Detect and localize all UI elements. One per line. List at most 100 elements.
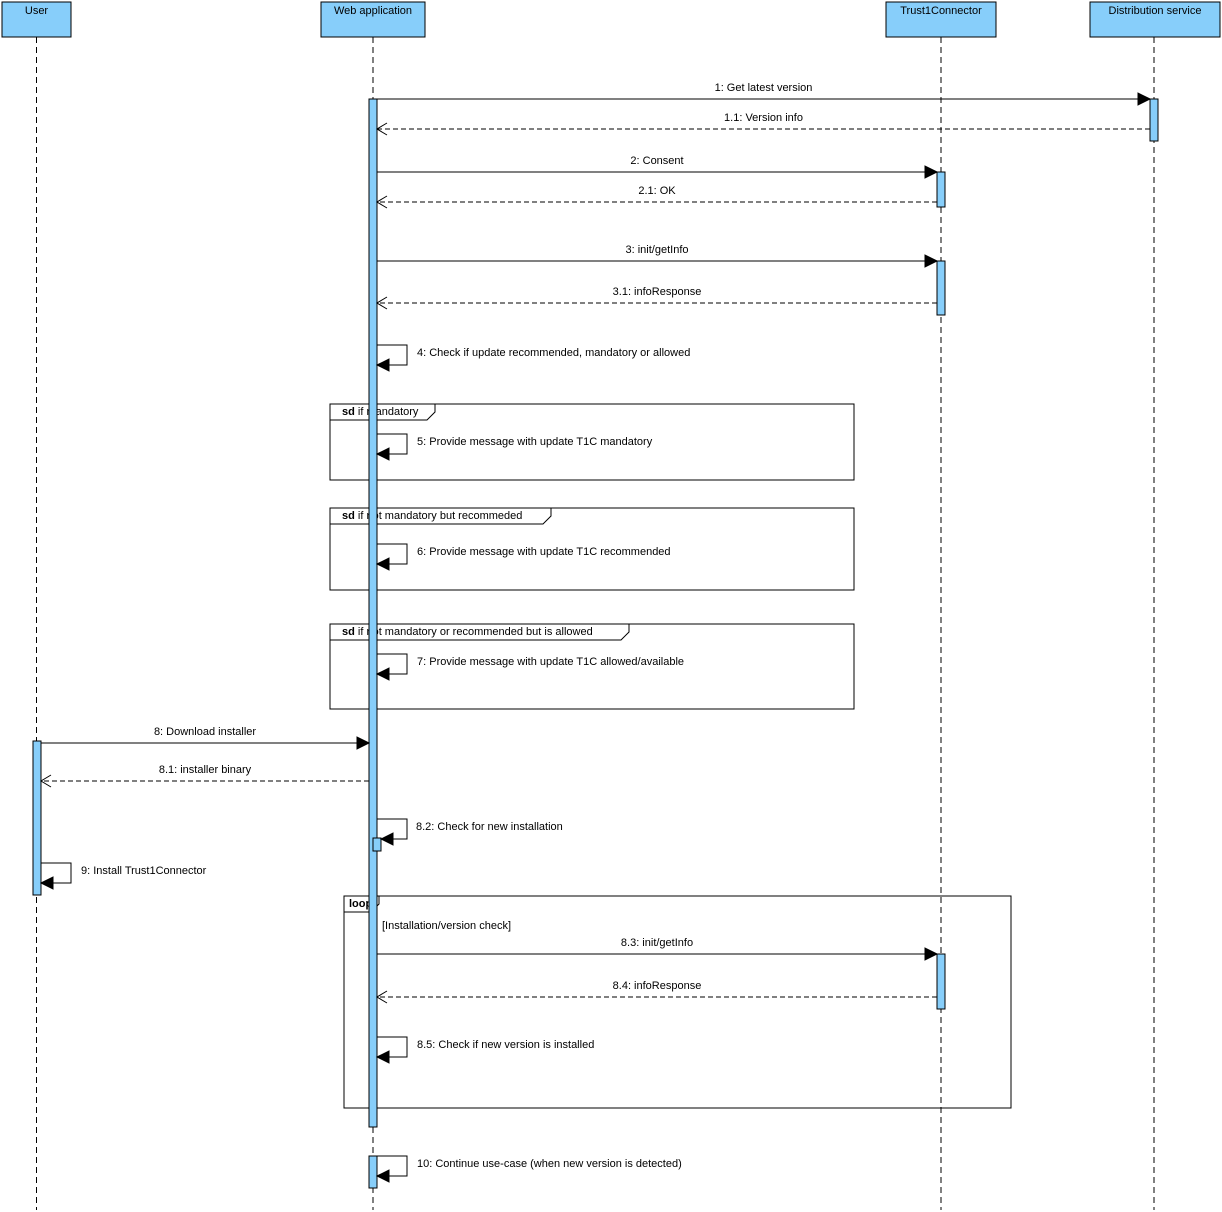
- message-m2[interactable]: 2: Consent: [377, 155, 939, 179]
- fragment-keyword: loop: [349, 898, 372, 910]
- message-label: 8.2: Check for new installation: [416, 821, 563, 833]
- arrowhead-open: [40, 774, 52, 788]
- message-label: 3.1: infoResponse: [613, 286, 702, 298]
- arrowhead-filled: [379, 832, 394, 846]
- message-m6[interactable]: 6: Provide message with update T1C recom…: [375, 543, 671, 571]
- self-message-line: [377, 653, 408, 675]
- message-m8-5[interactable]: 8.5: Check if new version is installed: [375, 1036, 594, 1064]
- fragment-condition: if not mandatory or recommended but is a…: [358, 626, 593, 638]
- arrowhead-filled: [375, 1050, 390, 1064]
- activation-dist: [1149, 98, 1159, 142]
- arrowhead-filled: [356, 736, 371, 750]
- lifeline-user[interactable]: User: [1, 1, 72, 1210]
- self-message-line: [377, 818, 408, 840]
- message-label: 8.4: infoResponse: [613, 980, 702, 992]
- activation-web-nested: [372, 837, 382, 852]
- activation-user: [32, 740, 42, 896]
- message-label: 3: init/getInfo: [626, 244, 689, 256]
- lifeline-user-head[interactable]: [1, 1, 72, 38]
- arrowhead-filled: [924, 254, 939, 268]
- activation-web: [368, 1155, 378, 1189]
- fragment-condition: if mandatory: [358, 406, 419, 418]
- fragment-if-allowed: sd if not mandatory or recommended but i…: [329, 623, 855, 710]
- message-label: 8.5: Check if new version is installed: [417, 1039, 594, 1051]
- arrowhead-filled: [924, 165, 939, 179]
- lifeline-dist-label: Distribution service: [1109, 5, 1202, 17]
- fragment-tab: [329, 507, 552, 525]
- self-message-line: [377, 344, 408, 366]
- arrowhead-filled: [375, 447, 390, 461]
- message-label: 1: Get latest version: [715, 82, 813, 94]
- message-label: 4: Check if update recommended, mandator…: [417, 347, 690, 359]
- lifeline-t1c-head[interactable]: [885, 1, 997, 38]
- message-m9[interactable]: 9: Install Trust1Connector: [39, 862, 207, 890]
- message-m2-1[interactable]: 2.1: OK: [376, 185, 937, 209]
- fragment-label: sd if not mandatory or recommended but i…: [342, 626, 593, 638]
- message-label: 8: Download installer: [154, 726, 256, 738]
- self-message-line: [377, 1155, 408, 1177]
- message-m5[interactable]: 5: Provide message with update T1C manda…: [375, 433, 653, 461]
- arrowhead-filled: [1137, 92, 1152, 106]
- message-label: 5: Provide message with update T1C manda…: [417, 436, 653, 448]
- message-label: 6: Provide message with update T1C recom…: [417, 546, 671, 558]
- lifeline-t1c-label: Trust1Connector: [900, 5, 982, 17]
- message-m3[interactable]: 3: init/getInfo: [377, 244, 939, 268]
- fragment-tab: [329, 623, 630, 641]
- fragment-keyword: sd: [342, 626, 355, 638]
- self-message-line: [377, 543, 408, 565]
- message-m8-1[interactable]: 8.1: installer binary: [40, 764, 369, 788]
- activation-t1c: [936, 953, 946, 1010]
- message-label: 8.1: installer binary: [159, 764, 252, 776]
- self-message-line: [41, 862, 72, 884]
- activation-t1c: [936, 171, 946, 208]
- fragment-frame: [329, 403, 855, 481]
- self-message-line: [377, 433, 408, 455]
- message-m1[interactable]: 1: Get latest version: [377, 82, 1152, 106]
- arrowhead-filled: [375, 1169, 390, 1183]
- message-m1-1[interactable]: 1.1: Version info: [376, 112, 1150, 136]
- fragment-label: sd if mandatory: [342, 406, 419, 418]
- arrowhead-filled: [924, 947, 939, 961]
- fragment-if-recommended: sd if not mandatory but recommeded: [329, 507, 855, 591]
- message-m7[interactable]: 7: Provide message with update T1C allow…: [375, 653, 684, 681]
- message-label: 7: Provide message with update T1C allow…: [417, 656, 684, 668]
- arrowhead-filled: [375, 557, 390, 571]
- fragment-loop: loop [Installation/version check]: [343, 895, 1012, 1109]
- fragment-condition: if not mandatory but recommeded: [358, 510, 522, 522]
- fragment-label: sd if not mandatory but recommeded: [342, 510, 522, 522]
- fragment-frame: [343, 895, 1012, 1109]
- arrowhead-open: [376, 122, 388, 136]
- message-m10[interactable]: 10: Continue use-case (when new version …: [375, 1155, 682, 1183]
- lifeline-web-label: Web application: [334, 5, 412, 17]
- message-label: 10: Continue use-case (when new version …: [417, 1158, 682, 1170]
- message-m8-3[interactable]: 8.3: init/getInfo: [377, 937, 939, 961]
- arrowhead-filled: [39, 876, 54, 890]
- fragment-frame: [329, 507, 855, 591]
- message-m8-4[interactable]: 8.4: infoResponse: [376, 980, 937, 1004]
- message-m8[interactable]: 8: Download installer: [41, 726, 371, 750]
- message-m4[interactable]: 4: Check if update recommended, mandator…: [375, 344, 690, 372]
- fragment-guard: [Installation/version check]: [382, 920, 511, 932]
- lifeline-dist-head[interactable]: [1089, 1, 1221, 38]
- arrowhead-filled: [375, 667, 390, 681]
- arrowhead-filled: [375, 358, 390, 372]
- arrowhead-open: [376, 296, 388, 310]
- activation-t1c: [936, 260, 946, 316]
- message-label: 2.1: OK: [638, 185, 676, 197]
- message-label: 9: Install Trust1Connector: [81, 865, 207, 877]
- fragment-tab: [329, 403, 436, 421]
- activation-web: [368, 98, 378, 1128]
- message-m8-2[interactable]: 8.2: Check for new installation: [377, 818, 563, 846]
- fragment-keyword: sd: [342, 406, 355, 418]
- arrowhead-open: [376, 990, 388, 1004]
- messages-layer: 1: Get latest version 1.1: Version info 2:…: [39, 82, 1152, 1183]
- fragment-keyword: sd: [342, 510, 355, 522]
- message-label: 2: Consent: [630, 155, 683, 167]
- message-m3-1[interactable]: 3.1: infoResponse: [376, 286, 937, 310]
- lifeline-dist[interactable]: Distribution service: [1089, 1, 1221, 1210]
- message-label: 8.3: init/getInfo: [621, 937, 693, 949]
- arrowhead-open: [376, 195, 388, 209]
- lifeline-web-head[interactable]: [320, 1, 426, 38]
- lifeline-t1c[interactable]: Trust1Connector: [885, 1, 997, 1210]
